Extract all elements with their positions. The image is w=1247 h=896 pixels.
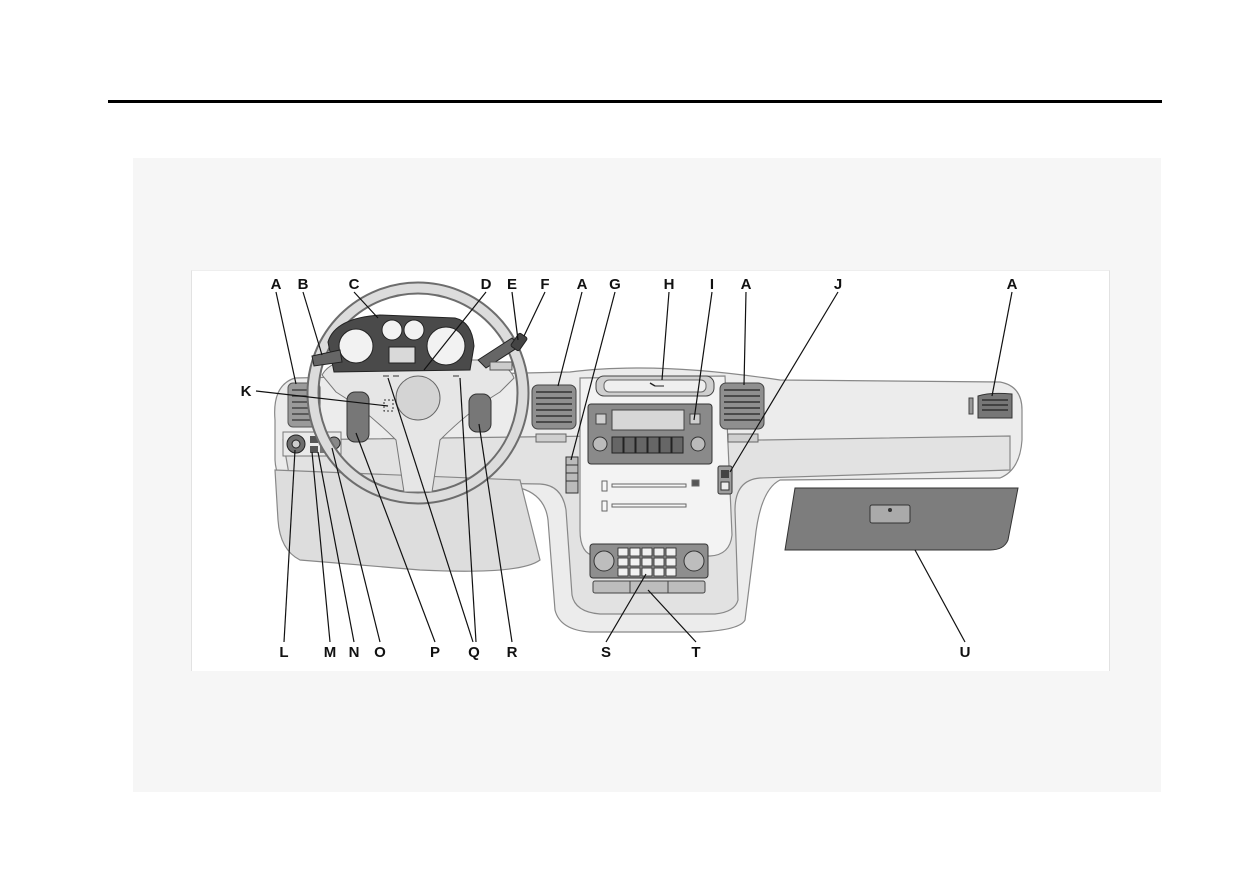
glove-box <box>785 488 1018 550</box>
callout-b: B <box>298 276 309 293</box>
traction-switch <box>718 466 732 494</box>
climate-control-panel <box>590 544 708 578</box>
callout-f: F <box>540 276 549 293</box>
callout-r: R <box>507 644 518 661</box>
callout-a-center-right-vent: A <box>741 276 752 293</box>
callout-u: U <box>960 644 971 661</box>
callout-j: J <box>834 276 842 293</box>
callout-k: K <box>241 383 252 400</box>
callout-m: M <box>324 644 337 661</box>
callout-s: S <box>601 644 611 661</box>
callout-labels-bottom: L M N O P Q R S T U <box>279 644 970 661</box>
callout-l: L <box>279 644 288 661</box>
callout-a-right-vent: A <box>1007 276 1018 293</box>
callout-i: I <box>710 276 714 293</box>
instrument-cluster <box>328 315 474 372</box>
analog-clock <box>596 376 714 396</box>
callout-d: D <box>481 276 492 293</box>
callout-h: H <box>664 276 675 293</box>
callout-c: C <box>349 276 360 293</box>
callout-q: Q <box>468 644 480 661</box>
hazard-switch-strip <box>566 457 578 493</box>
callout-o: O <box>374 644 386 661</box>
callout-n: N <box>349 644 360 661</box>
callout-p: P <box>430 644 440 661</box>
callout-a-center-left-vent: A <box>577 276 588 293</box>
callout-t: T <box>691 644 700 661</box>
callout-a-left-vent: A <box>271 276 282 293</box>
audio-system <box>588 404 712 464</box>
callout-g: G <box>609 276 621 293</box>
callout-e: E <box>507 276 517 293</box>
